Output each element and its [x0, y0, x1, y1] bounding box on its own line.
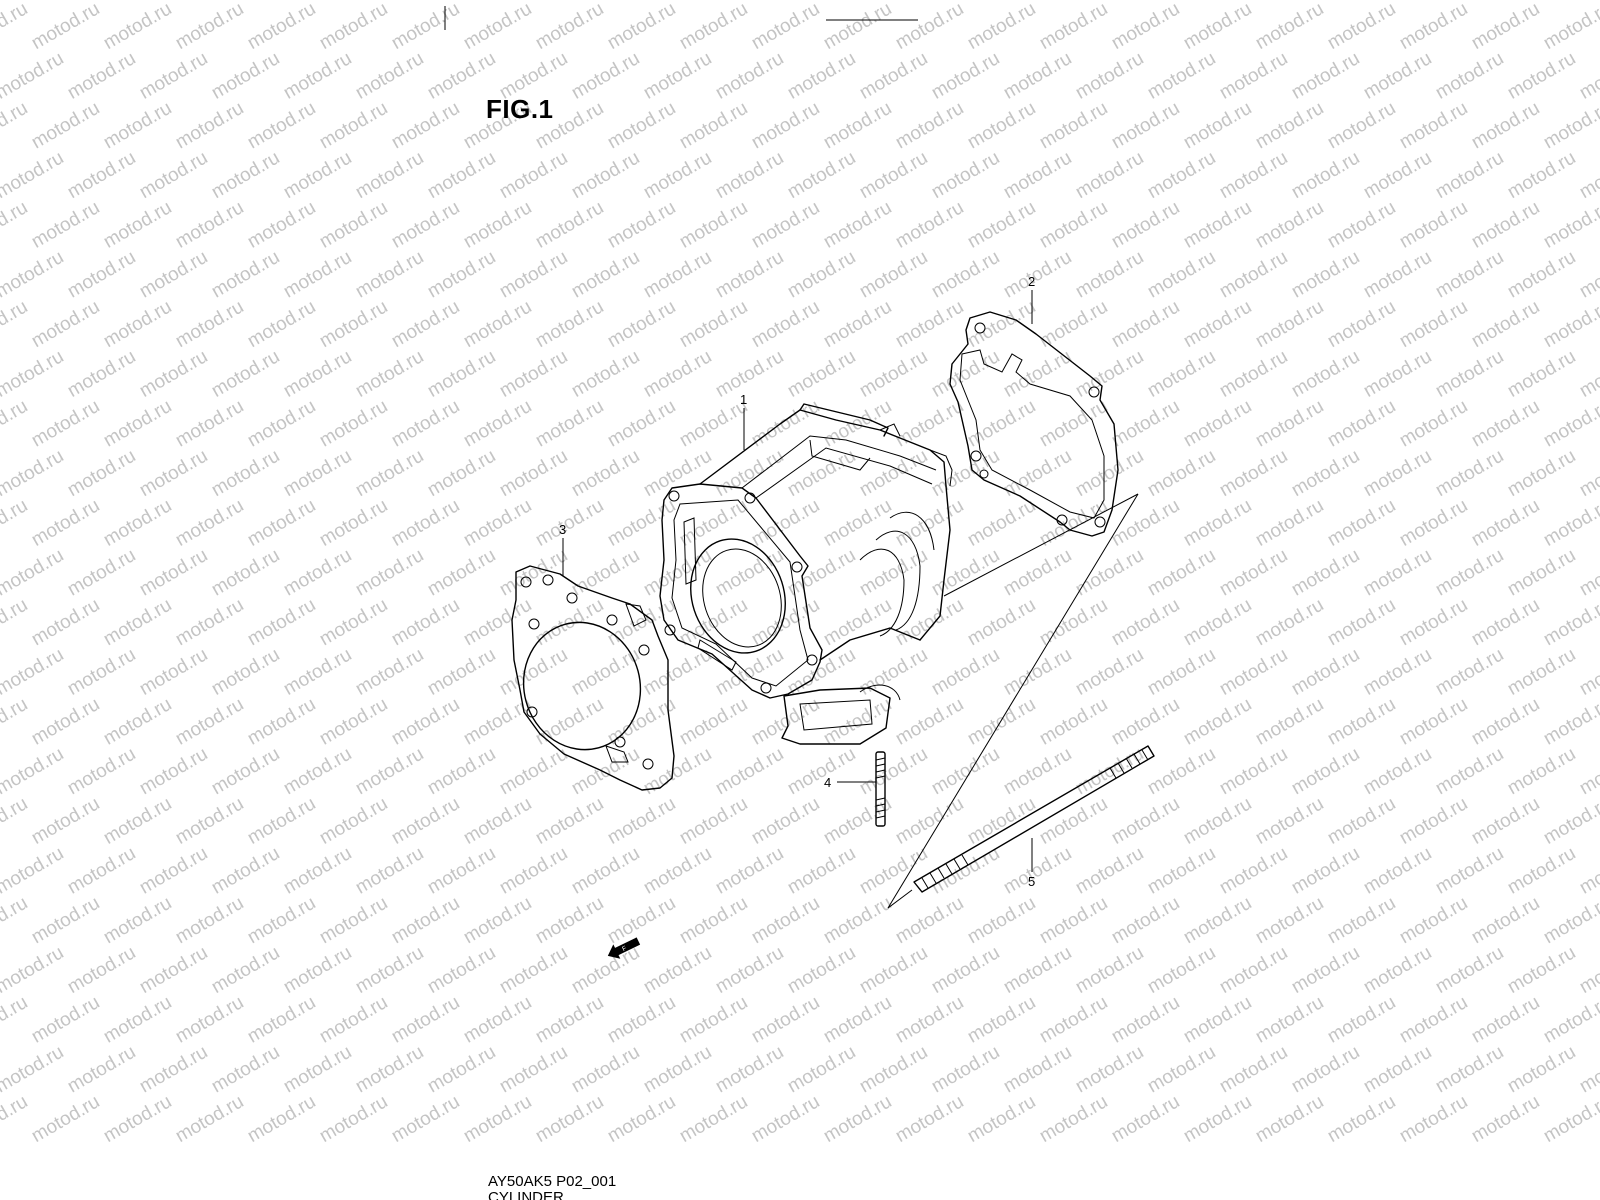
callout-3: 3	[559, 522, 566, 537]
callout-1: 1	[740, 392, 747, 407]
short-stud-part	[875, 751, 886, 827]
callout-5: 5	[1028, 874, 1035, 889]
svg-text:F: F	[621, 945, 628, 953]
stud-reference-lines	[887, 493, 1139, 909]
long-stud-part	[913, 745, 1155, 893]
diagram-code: AY50AK5 P02_001	[488, 1173, 617, 1190]
figure-title: FIG.1	[486, 94, 554, 124]
cylinder-part	[659, 403, 953, 745]
callout-4: 4	[824, 775, 831, 790]
callout-leaders	[562, 290, 1033, 872]
head-gasket-part	[511, 565, 675, 791]
base-gasket-part	[949, 311, 1119, 537]
diagram-caption: CYLINDER	[488, 1191, 564, 1200]
front-direction-arrow-icon: F	[607, 937, 641, 959]
callout-2: 2	[1028, 274, 1035, 289]
